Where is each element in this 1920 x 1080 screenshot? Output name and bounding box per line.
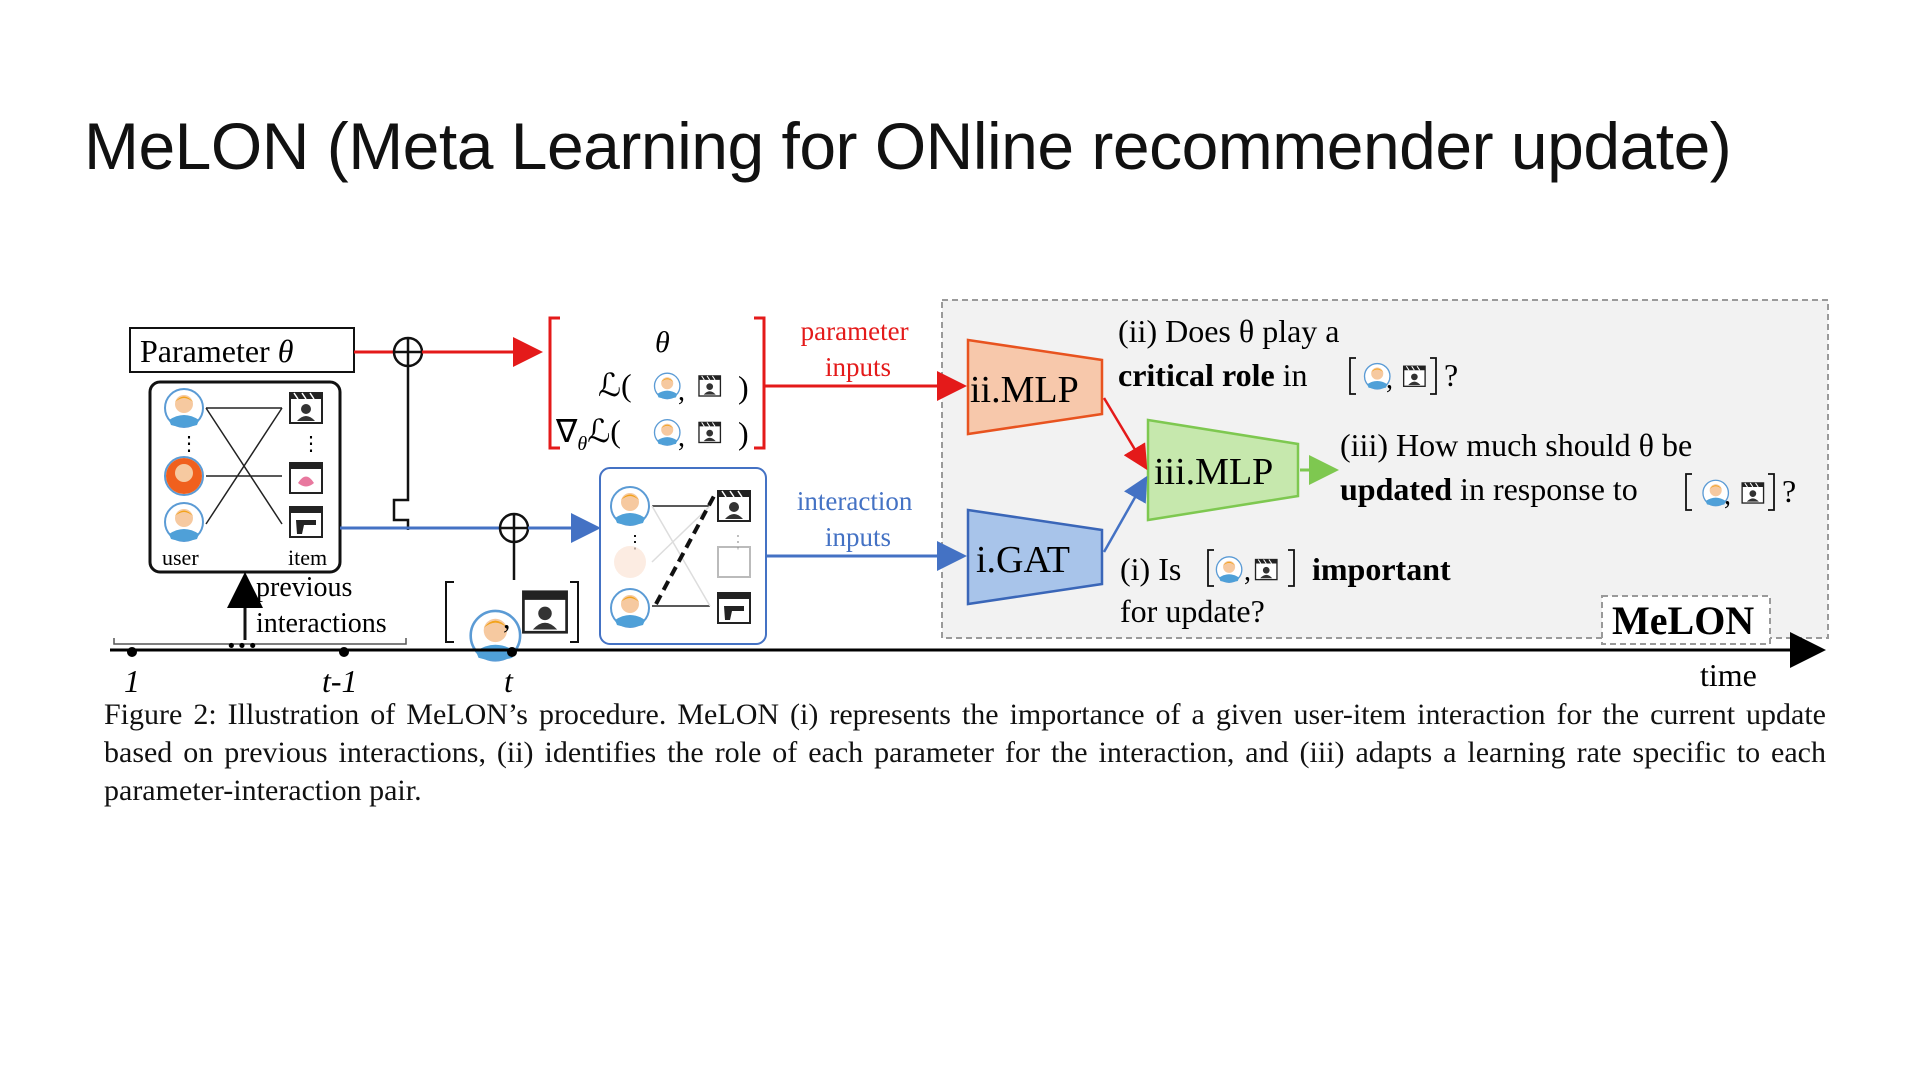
mlp-ii-block: [966, 338, 1104, 436]
param-vector-loss: ℒ(: [598, 367, 632, 403]
svg-text:⋮: ⋮: [729, 532, 747, 552]
item-label: item: [288, 545, 327, 570]
tick-t-1: t-1: [322, 663, 358, 699]
melon-diagram: Parameter θ ⋮ ⋮ user item previous inter…: [110, 299, 1829, 699]
tick-1: 1: [124, 663, 140, 699]
question-i-bold: important: [1312, 551, 1451, 587]
mlp-ii-label: ii.MLP: [970, 369, 1079, 411]
svg-text:,: ,: [1386, 364, 1393, 395]
param-vector-grad: ∇θℒ(: [555, 413, 621, 455]
time-label: time: [1700, 657, 1757, 693]
svg-text:): ): [738, 415, 749, 451]
svg-text:,: ,: [503, 602, 511, 635]
svg-text:): ): [738, 369, 749, 405]
svg-text:,: ,: [1724, 480, 1731, 511]
svg-text:,: ,: [678, 422, 685, 453]
question-iii-line2: updated in response to: [1340, 471, 1638, 507]
mlp-iii-label: iii.MLP: [1154, 451, 1273, 493]
svg-text:?: ?: [1444, 357, 1458, 393]
mlp-iii-block: [1146, 418, 1300, 522]
question-i-line2: for update?: [1120, 593, 1265, 629]
parameter-label: Parameter θ: [140, 333, 293, 369]
question-iii-line1: (iii) How much should θ be: [1340, 427, 1692, 463]
question-ii-line1: (ii) Does θ play a: [1118, 313, 1339, 349]
parameter-box: [129, 327, 355, 373]
svg-text:⋮: ⋮: [301, 433, 321, 455]
svg-text:,: ,: [678, 376, 685, 407]
interaction-inputs-label: interaction inputs: [797, 486, 919, 552]
figure-caption: Figure 2: Illustration of MeLON’s proced…: [104, 698, 1826, 807]
gat-i-label: i.GAT: [976, 539, 1070, 581]
question-i-prefix: (i) Is: [1120, 551, 1181, 587]
svg-text:?: ?: [1782, 473, 1796, 509]
question-ii-line2: critical role in: [1118, 357, 1308, 393]
svg-text:⋮: ⋮: [179, 433, 199, 455]
tick-t: t: [504, 663, 514, 699]
previous-interactions-label: previous interactions: [256, 572, 387, 639]
svg-text:,: ,: [1244, 556, 1251, 587]
gat-i-block: [966, 508, 1104, 606]
melon-badge-box: [1601, 595, 1771, 645]
timeline-ellipsis: ···: [226, 627, 258, 663]
melon-badge: MeLON: [1612, 598, 1754, 643]
parameter-inputs-label: parameter inputs: [801, 316, 916, 382]
user-label: user: [162, 545, 199, 570]
param-vector-theta: θ: [655, 326, 670, 359]
slide-title: MeLON (Meta Learning for ONline recommen…: [84, 109, 1732, 183]
